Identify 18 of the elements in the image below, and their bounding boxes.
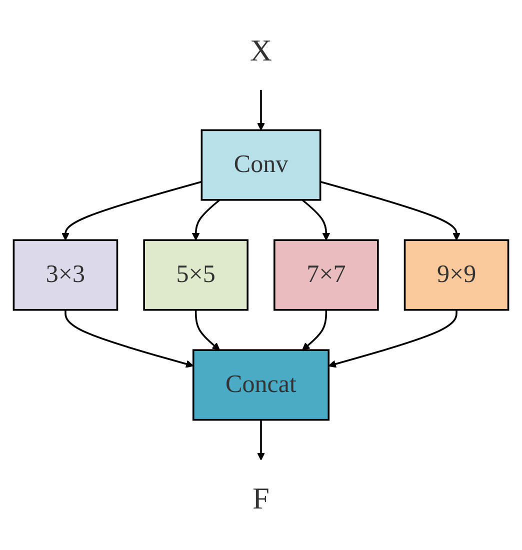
node-box: 5×5 xyxy=(143,239,248,311)
node-box: Conv xyxy=(200,129,322,201)
arrow xyxy=(257,420,265,460)
arrow xyxy=(302,199,330,240)
node-box: Concat xyxy=(192,349,330,421)
node-box: 7×7 xyxy=(274,239,379,311)
arrow xyxy=(328,310,458,368)
node-box: 9×9 xyxy=(404,239,510,311)
arrow xyxy=(62,180,202,240)
node-box: 3×3 xyxy=(12,239,118,311)
arrow xyxy=(192,199,220,240)
arrow xyxy=(64,310,194,368)
arrow xyxy=(257,90,265,131)
node-text: F xyxy=(252,482,270,516)
arrow xyxy=(194,310,220,350)
arrow xyxy=(320,180,460,240)
arrow xyxy=(302,310,328,350)
node-text: X xyxy=(250,34,272,68)
